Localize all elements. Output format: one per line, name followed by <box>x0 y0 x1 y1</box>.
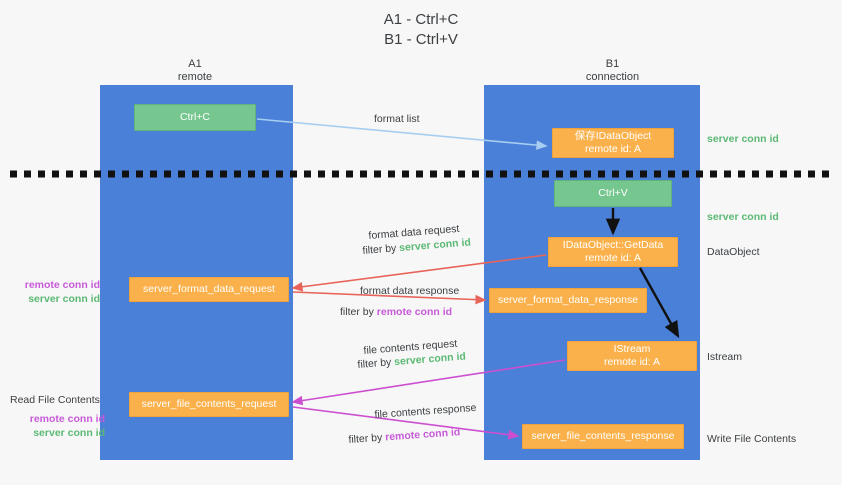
box-ctrl-v-label: Ctrl+V <box>598 187 628 199</box>
label-server-conn-id-second: server conn id <box>707 211 779 223</box>
column-header-a1-sub: remote <box>177 71 213 83</box>
title-line-1: A1 - Ctrl+C <box>383 11 459 28</box>
title-line-2: B1 - Ctrl+V <box>384 31 458 48</box>
label-write-file-contents: Write File Contents <box>707 433 797 445</box>
box-idataobject-getdata[interactable]: IDataObject::GetData remote id: A <box>548 237 678 267</box>
box-server-format-data-request[interactable]: server_format_data_request <box>129 277 289 302</box>
box-istream-line2: remote id: A <box>603 356 661 368</box>
column-header-b1-sub: connection <box>585 71 640 83</box>
caption-file-contents-response-filter: filter by remote conn id <box>348 425 461 447</box>
box-server-format-data-response[interactable]: server_format_data_response <box>489 288 647 313</box>
column-header-a1: A1 remote <box>130 58 260 84</box>
caption-format-list: format list <box>374 113 420 125</box>
caption-filter-by-3: filter by <box>357 356 392 371</box>
caption-filter-by-2: filter by <box>340 306 374 318</box>
caption-filter-by-1: filter by <box>362 242 397 257</box>
label-dataobject: DataObject <box>707 246 760 258</box>
box-idataobject-getdata-line1: IDataObject::GetData <box>562 239 664 251</box>
caption-file-contents-response: file contents response <box>374 401 477 421</box>
box-save-idataobject-line2: remote id: A <box>584 143 642 155</box>
caption-filter-by-4: filter by <box>348 431 383 446</box>
page-title: A1 - Ctrl+C B1 - Ctrl+V <box>0 10 842 50</box>
box-save-idataobject[interactable]: 保存IDataObject remote id: A <box>552 128 674 158</box>
label-conn-ids-file: remote conn id server conn id <box>10 412 105 440</box>
caption-format-data-response-filter: filter by remote conn id <box>340 305 452 319</box>
label-read-file-contents: Read File Contents <box>10 394 100 406</box>
column-header-b1-name: B1 <box>605 58 620 70</box>
box-server-file-contents-request-label: server_file_contents_request <box>141 398 277 410</box>
caption-remote-conn-id-1: remote conn id <box>376 306 453 318</box>
box-ctrl-v[interactable]: Ctrl+V <box>554 180 672 207</box>
label-istream: Istream <box>707 351 743 363</box>
label-server-conn-id-top: server conn id <box>707 133 779 145</box>
box-server-file-contents-response-label: server_file_contents_response <box>531 430 675 442</box>
box-server-format-data-response-label: server_format_data_response <box>497 294 639 306</box>
box-istream[interactable]: IStream remote id: A <box>567 341 697 371</box>
column-header-b1: B1 connection <box>545 58 680 84</box>
box-ctrl-c[interactable]: Ctrl+C <box>134 104 256 131</box>
column-header-a1-name: A1 <box>188 58 202 70</box>
box-server-file-contents-request[interactable]: server_file_contents_request <box>129 392 289 417</box>
box-save-idataobject-line1: 保存IDataObject <box>574 130 652 142</box>
box-server-file-contents-response[interactable]: server_file_contents_response <box>522 424 684 449</box>
caption-remote-conn-id-2: remote conn id <box>384 426 461 444</box>
caption-format-data-response: format data response <box>360 285 460 297</box>
label-server-conn-id-file: server conn id <box>33 427 105 439</box>
label-server-conn-id-format: server conn id <box>28 293 100 305</box>
label-remote-conn-id-file: remote conn id <box>29 413 105 425</box>
box-ctrl-c-label: Ctrl+C <box>179 111 211 123</box>
box-server-format-data-request-label: server_format_data_request <box>143 283 275 295</box>
label-remote-conn-id-format: remote conn id <box>24 279 100 291</box>
box-istream-line1: IStream <box>613 343 651 355</box>
label-conn-ids-format: remote conn id server conn id <box>10 278 100 306</box>
box-idataobject-getdata-line2: remote id: A <box>584 252 642 264</box>
